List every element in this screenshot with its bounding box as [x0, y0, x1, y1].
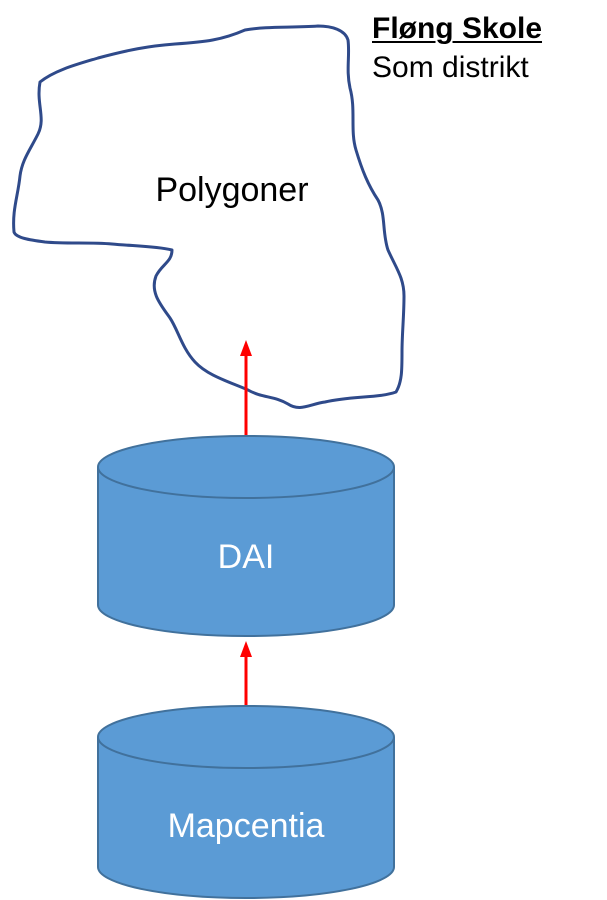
arrow-dai-to-polygon [240, 340, 252, 436]
dai-cylinder [97, 435, 395, 637]
arrow-mapcentia-to-dai [240, 641, 252, 706]
mapcentia-label: Mapcentia [168, 807, 325, 845]
heading-title: Fløng Skole [372, 12, 543, 45]
heading-block: Fløng Skole Som distrikt [372, 10, 607, 88]
mapcentia-cylinder [97, 705, 395, 899]
polygon-label: Polygoner [155, 171, 308, 209]
heading-subtitle: Som distrikt [372, 51, 529, 84]
polygon-shape [12, 24, 406, 409]
dai-label: DAI [218, 538, 275, 576]
